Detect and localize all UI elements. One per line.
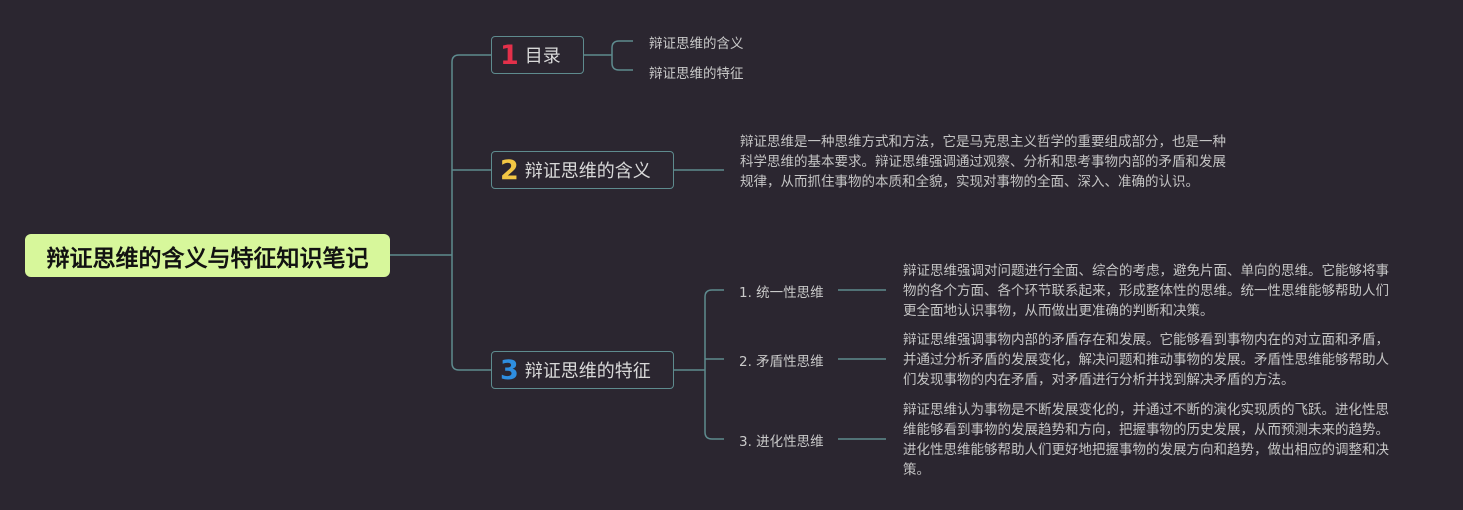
contradiction-paragraph: 辩证思维强调事物内部的矛盾存在和发展。它能够看到事物内在的对立面和矛盾，并通过分…	[903, 332, 1389, 388]
branch-features[interactable]: 3 辩证思维的特征	[491, 351, 674, 389]
number-badge-3: 3	[500, 354, 519, 386]
sub-topic-unity[interactable]: 1. 统一性思维	[739, 285, 824, 301]
branch-label: 目录	[524, 46, 561, 67]
evolution-paragraph: 辩证思维认为事物是不断发展变化的，并通过不断的演化实现质的飞跃。进化性思维能够看…	[903, 402, 1389, 478]
meaning-paragraph: 辩证思维是一种思维方式和方法，它是马克思主义哲学的重要组成部分，也是一种科学思维…	[740, 134, 1226, 190]
branch-label: 辩证思维的特征	[524, 361, 651, 382]
root-topic[interactable]: 辩证思维的含义与特征知识笔记	[25, 234, 390, 277]
connector-trunk	[451, 54, 491, 371]
number-badge-2: 2	[500, 154, 519, 186]
leaf-contents-features[interactable]: 辩证思维的特征	[649, 66, 744, 82]
branch-label: 辩证思维的含义	[524, 161, 651, 182]
branch-meaning[interactable]: 2 辩证思维的含义	[491, 151, 674, 189]
number-badge-1: 1	[500, 39, 519, 71]
root-title: 辩证思维的含义与特征知识笔记	[46, 245, 369, 272]
sub-topic-contradiction[interactable]: 2. 矛盾性思维	[739, 354, 824, 370]
sub-topic-evolution[interactable]: 3. 进化性思维	[739, 434, 824, 450]
connector-branch-1	[584, 40, 633, 71]
connector-branch-3	[674, 289, 724, 440]
leaf-contents-meaning[interactable]: 辩证思维的含义	[649, 36, 744, 52]
branch-contents[interactable]: 1 目录	[491, 36, 584, 74]
unity-paragraph: 辩证思维强调对问题进行全面、综合的考虑，避免片面、单向的思维。它能够将事物的各个…	[903, 263, 1389, 319]
